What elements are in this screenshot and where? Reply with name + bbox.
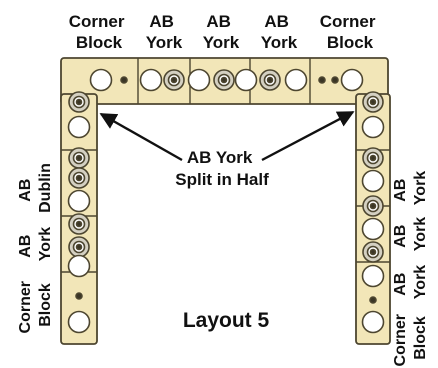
svg-text:AB York: AB York xyxy=(392,217,429,251)
pin-center xyxy=(75,174,83,182)
svg-text:AB York: AB York xyxy=(17,227,54,261)
pin-center xyxy=(75,220,83,228)
label-top-left-corner: Corner Block xyxy=(69,12,129,52)
pin-hole xyxy=(369,296,377,304)
arrow-left xyxy=(99,112,183,162)
label-top-ab-york-1: AB York xyxy=(146,12,183,52)
core-hole xyxy=(361,264,385,288)
arrow-right xyxy=(261,110,355,162)
label-left-ab-dublin: AB Dublin xyxy=(17,163,54,213)
svg-text:Corner Block: Corner Block xyxy=(17,277,54,334)
label-right-ab-york-3: AB York xyxy=(392,265,429,299)
pin-hole xyxy=(120,76,128,84)
core-hole xyxy=(67,310,91,334)
core-hole xyxy=(67,254,91,278)
core-hole xyxy=(67,115,91,139)
label-right-ab-york-2: AB York xyxy=(392,217,429,251)
pin-center xyxy=(369,98,377,106)
label-top-ab-york-2: AB York xyxy=(203,12,240,52)
block-frame xyxy=(60,57,391,345)
split-note: AB York Split in Half xyxy=(175,148,269,189)
label-top-ab-york-3: AB York xyxy=(261,12,298,52)
pin-center xyxy=(75,154,83,162)
core-hole xyxy=(67,189,91,213)
pin-hole xyxy=(75,292,83,300)
label-right-ab-york-1: AB York xyxy=(392,171,429,205)
label-top-right-corner: Corner Block xyxy=(320,12,380,52)
core-hole xyxy=(284,68,308,92)
label-left-corner: Corner Block xyxy=(17,277,54,334)
core-hole xyxy=(361,217,385,241)
svg-text:Corner Block: Corner Block xyxy=(392,310,429,367)
core-hole xyxy=(234,68,258,92)
core-hole xyxy=(139,68,163,92)
svg-text:AB York: AB York xyxy=(392,265,429,299)
pin-center xyxy=(75,243,83,251)
label-right-corner: Corner Block xyxy=(392,310,429,367)
pin-center xyxy=(170,76,178,84)
block-holes xyxy=(67,68,385,334)
label-left-ab-york: AB York xyxy=(17,227,54,261)
pin-center xyxy=(266,76,274,84)
pin-center xyxy=(220,76,228,84)
layout-title: Layout 5 xyxy=(183,309,270,332)
pin-center xyxy=(369,202,377,210)
pin-center xyxy=(75,98,83,106)
core-hole xyxy=(361,169,385,193)
core-hole xyxy=(361,115,385,139)
core-hole xyxy=(89,68,113,92)
core-hole xyxy=(187,68,211,92)
pin-center xyxy=(369,154,377,162)
svg-text:AB York: AB York xyxy=(392,171,429,205)
core-hole xyxy=(361,310,385,334)
pin-hole xyxy=(331,76,339,84)
svg-text:AB Dublin: AB Dublin xyxy=(17,163,54,213)
pin-hole xyxy=(318,76,326,84)
core-hole xyxy=(340,68,364,92)
pin-center xyxy=(369,248,377,256)
